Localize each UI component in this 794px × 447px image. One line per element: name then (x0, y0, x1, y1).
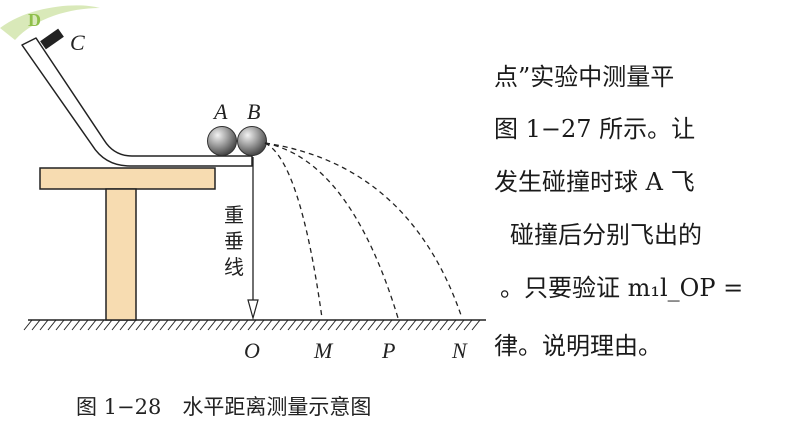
trajectory-n (264, 142, 463, 319)
stopper-c (40, 28, 64, 50)
figure-caption: 图 1−28 水平距离测量示意图 (76, 395, 371, 419)
text-line-2: 图 1−27 所示。让 (494, 115, 695, 143)
ground-hatch-line (319, 319, 329, 331)
ground-hatch-line (391, 319, 401, 331)
ground-hatch-line (295, 319, 305, 331)
ground-hatch-line (463, 319, 473, 331)
ground-hatch-line (103, 319, 113, 331)
ground-hatch-line (47, 319, 57, 331)
ground-hatch-line (71, 319, 81, 331)
ground-hatch-line (255, 319, 265, 331)
ball-b (237, 126, 267, 156)
ground-hatch-line (399, 319, 409, 331)
plumb-label-3: 线 (224, 255, 244, 279)
label-p: P (381, 338, 395, 363)
label-a: A (212, 99, 228, 124)
ground-hatch-line (447, 319, 457, 331)
label-c: C (70, 30, 85, 55)
ball-a (207, 126, 237, 156)
ground-hatch-line (423, 319, 433, 331)
ground-hatch-line (407, 319, 417, 331)
ground-hatch-line (135, 319, 145, 331)
trajectory-p (264, 142, 399, 319)
ground-hatch-line (247, 319, 257, 331)
label-b: B (247, 99, 260, 124)
ground-hatch-line (167, 319, 177, 331)
table (39, 167, 216, 321)
ground-hatch-line (439, 319, 449, 331)
label-m: M (313, 338, 334, 363)
ground-hatch-line (79, 319, 89, 331)
ground-hatch-line (223, 319, 233, 331)
ground-hatch-line (23, 319, 33, 331)
ground-hatch-line (119, 319, 129, 331)
ground-hatch-line (127, 319, 137, 331)
text-fragment: 点”实验中测量平 图 1−27 所示。让 发生碰撞时球 A 飞 碰撞后分别飞出的… (494, 63, 743, 360)
ground-hatch-line (287, 319, 297, 331)
ground-hatch-line (239, 319, 249, 331)
ground-hatch-line (279, 319, 289, 331)
ground-hatch-line (63, 319, 73, 331)
plumb-line (247, 157, 259, 321)
ground-hatch-line (231, 319, 241, 331)
svg-text:D: D (28, 10, 41, 30)
ground-hatch-line (383, 319, 393, 331)
ground-hatch-line (375, 319, 385, 331)
plumb-label-1: 重 (224, 203, 244, 227)
ground-hatch-line (303, 319, 313, 331)
ground-hatch-line (215, 319, 225, 331)
ground-hatch-line (207, 319, 217, 331)
text-line-3: 发生碰撞时球 A 飞 (494, 168, 695, 196)
ground-hatch-line (191, 319, 201, 331)
text-line-4: 碰撞后分别飞出的 (510, 221, 702, 249)
ground-hatch-line (111, 319, 121, 331)
plumb-label-2: 垂 (224, 229, 244, 253)
ground-hatch-line (183, 319, 193, 331)
ground-hatch-line (143, 319, 153, 331)
trajectories (264, 142, 463, 319)
ground-hatch-line (415, 319, 425, 331)
ground-hatch-line (455, 319, 465, 331)
trajectory-m (264, 142, 323, 319)
ground-hatch-line (39, 319, 49, 331)
ground-hatch-line (159, 319, 169, 331)
ground-hatch-line (343, 319, 353, 331)
ground-hatch-line (431, 319, 441, 331)
ground-hatch-line (359, 319, 369, 331)
ground-hatch-line (55, 319, 65, 331)
ground-hatch-line (87, 319, 97, 331)
text-line-6: 律。说明理由。 (494, 332, 662, 360)
ground-hatch-line (335, 319, 345, 331)
text-line-1: 点”实验中测量平 (494, 63, 674, 91)
ground-hatch-line (151, 319, 161, 331)
label-o: O (244, 338, 260, 363)
ground-hatch-line (175, 319, 185, 331)
ground-hatch-line (351, 319, 361, 331)
ground-hatch-line (311, 319, 321, 331)
ground (23, 319, 486, 331)
ground-hatch-line (31, 319, 41, 331)
logo-swoosh: D (0, 5, 100, 40)
ground-hatch-line (327, 319, 337, 331)
ground-hatch-line (263, 319, 273, 331)
label-n: N (451, 338, 468, 363)
ground-hatch-line (199, 319, 209, 331)
text-line-5: 。只要验证 m₁l_OP = (500, 274, 743, 302)
ground-hatch-line (367, 319, 377, 331)
ground-hatch-line (95, 319, 105, 331)
ground-hatch-line (471, 319, 481, 331)
ground-hatch-line (271, 319, 281, 331)
